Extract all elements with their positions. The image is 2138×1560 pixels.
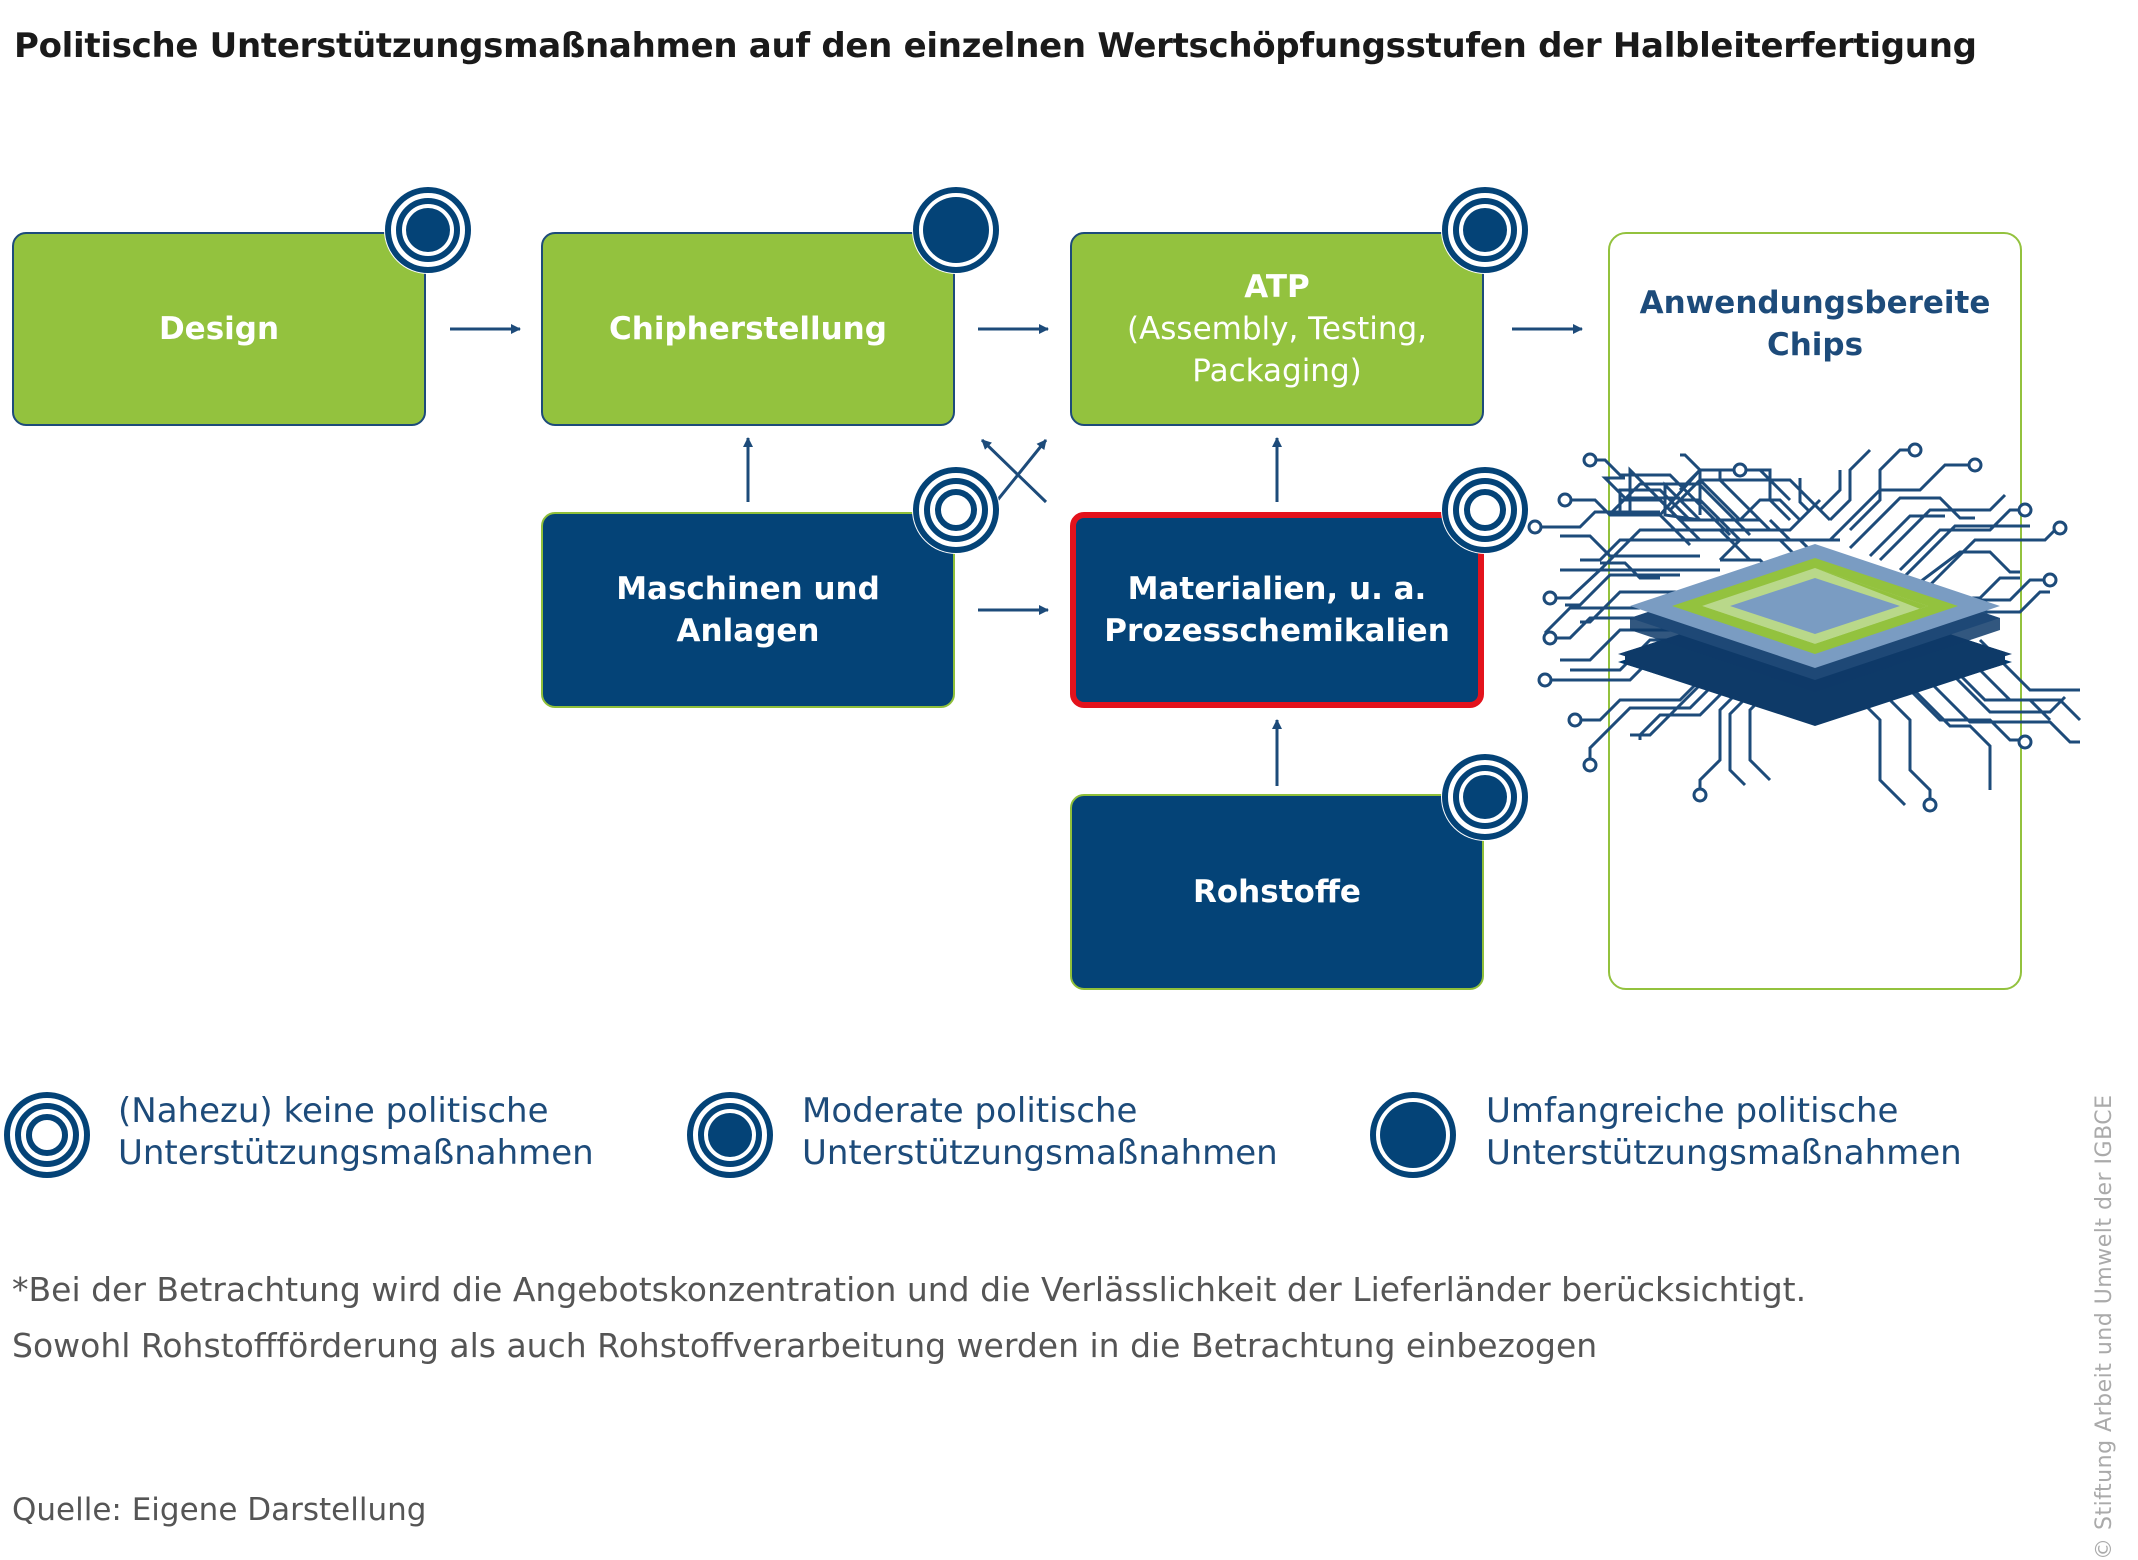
node-chips-label: Anwendungsbereite Chips: [1608, 282, 2022, 366]
node-atp: ATP (Assembly, Testing, Packaging): [1070, 232, 1484, 426]
legend-label-umfangreich: Umfangreiche politische Unterstützungsma…: [1486, 1090, 1962, 1174]
arrow-cross-to-chip: [980, 438, 1048, 504]
legend-keine-line1: (Nahezu) keine politische: [118, 1091, 549, 1131]
chip-body: [1618, 544, 2012, 726]
materialien-level-icon: [1441, 466, 1529, 554]
design-level-icon: [384, 186, 472, 274]
footnote-line1: *Bei der Betrachtung wird die Angebotsko…: [12, 1270, 1807, 1309]
legend-label-keine: (Nahezu) keine politische Unterstützungs…: [118, 1090, 594, 1174]
node-design-label: Design: [158, 311, 280, 347]
legend-umfangreich-line2: Unterstützungsmaßnahmen: [1486, 1133, 1962, 1173]
source-note: Quelle: Eigene Darstellung: [12, 1492, 427, 1528]
node-atp-label: ATP: [1244, 269, 1310, 305]
rohstoffe-level-icon: [1441, 753, 1529, 841]
node-chipherstellung: Chipherstellung: [541, 232, 955, 426]
legend-umfangreich-line1: Umfangreiche politische: [1486, 1091, 1899, 1131]
node-chips-line1: Anwendungsbereite: [1639, 285, 1991, 321]
node-materialien-line1: Materialien, u. a.: [1127, 571, 1427, 607]
chipherstellung-level-icon: [912, 186, 1000, 274]
atp-level-icon: [1441, 186, 1529, 274]
copyright-note: © Stiftung Arbeit und Umwelt der IGBCE: [2092, 1094, 2117, 1560]
node-chipherstellung-label: Chipherstellung: [609, 311, 887, 347]
node-rohstoffe-label: Rohstoffe: [1193, 874, 1361, 910]
legend-label-moderate: Moderate politische Unterstützungsmaßnah…: [802, 1090, 1278, 1174]
node-atp-sub2: Packaging): [1192, 353, 1362, 389]
node-maschinen: Maschinen und Anlagen: [541, 512, 955, 708]
legend-moderate-line1: Moderate politische: [802, 1091, 1138, 1131]
maschinen-level-icon: [912, 466, 1000, 554]
legend-icon-moderate: [686, 1091, 774, 1179]
node-design: Design: [12, 232, 426, 426]
node-materialien: Materialien, u. a. Prozesschemikalien: [1070, 512, 1484, 708]
legend-moderate-line2: Unterstützungsmaßnahmen: [802, 1133, 1278, 1173]
node-rohstoffe: Rohstoffe: [1070, 794, 1484, 990]
node-maschinen-line1: Maschinen und: [616, 571, 880, 607]
arrow-cross-to-atp: [994, 439, 1048, 503]
legend-keine-line2: Unterstützungsmaßnahmen: [118, 1133, 594, 1173]
node-maschinen-line2: Anlagen: [676, 613, 820, 649]
node-chips-line2: Chips: [1766, 327, 1864, 363]
legend-icon-umfangreich: [1369, 1091, 1457, 1179]
node-atp-sub1: (Assembly, Testing,: [1126, 311, 1428, 347]
node-materialien-line2: Prozesschemikalien: [1104, 613, 1450, 649]
footnote: *Bei der Betrachtung wird die Angebotsko…: [12, 1262, 1806, 1374]
chart-title: Politische Unterstützungsmaßnahmen auf d…: [14, 26, 1977, 66]
legend-icon-keine: [3, 1091, 91, 1179]
footnote-line2: Sowohl Rohstoffförderung als auch Rohsto…: [12, 1326, 1598, 1365]
